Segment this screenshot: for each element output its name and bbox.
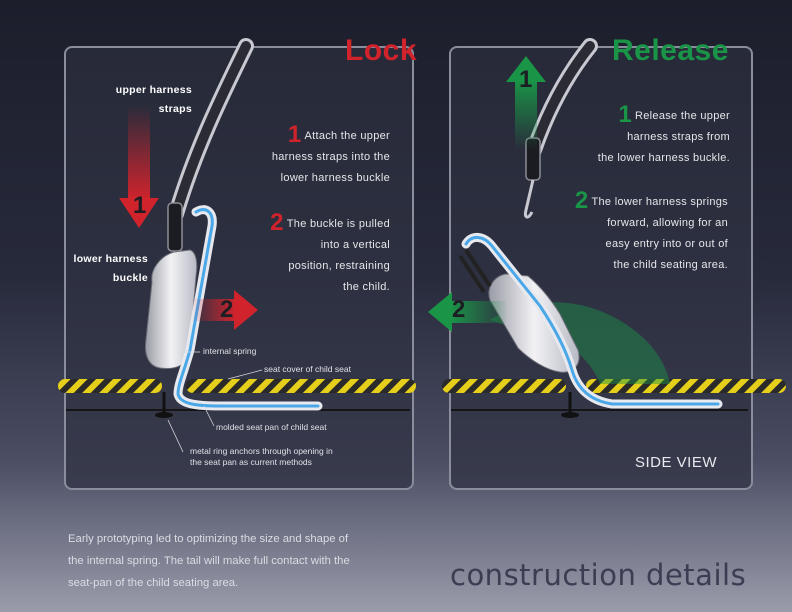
lock-step2-number: 2 bbox=[270, 209, 284, 236]
callout-internal-spring: internal spring bbox=[203, 346, 257, 356]
lock-arrow2-number: 2 bbox=[220, 296, 234, 323]
side-view-label: SIDE VIEW bbox=[635, 454, 718, 471]
lock-upper-strap bbox=[167, 38, 254, 252]
lower-harness-label: lower harness buckle bbox=[73, 253, 148, 284]
release-arrow-up bbox=[506, 56, 546, 150]
lock-seat-cover bbox=[58, 379, 416, 393]
lock-internal-spring bbox=[176, 208, 320, 408]
upper-harness-label: upper harness straps bbox=[115, 84, 192, 115]
lock-arrow1-number: 1 bbox=[133, 192, 147, 219]
callout-seat-pan: molded seat pan of child seat bbox=[216, 422, 327, 432]
lock-buckle bbox=[145, 205, 323, 411]
lock-arrow-right bbox=[192, 290, 258, 330]
release-step1-number: 1 bbox=[618, 101, 632, 128]
footer-description: Early prototyping led to optimizing the … bbox=[68, 533, 350, 589]
release-arrow2-number: 2 bbox=[452, 296, 466, 323]
lock-callout-lines bbox=[167, 351, 263, 453]
lock-panel bbox=[64, 46, 414, 490]
release-step2-number: 2 bbox=[574, 187, 589, 214]
release-buckle bbox=[458, 233, 723, 409]
lock-step1-number: 1 bbox=[287, 121, 302, 148]
lock-anchor-ring bbox=[155, 392, 173, 418]
release-title: Release bbox=[612, 34, 729, 67]
lock-title: Lock bbox=[345, 34, 418, 67]
release-arrow-left bbox=[428, 292, 506, 332]
construction-details-heading: construction details bbox=[450, 558, 747, 592]
callout-seat-cover: seat cover of child seat bbox=[264, 364, 351, 374]
lock-arrow-down bbox=[119, 105, 159, 228]
release-anchor-ring bbox=[561, 392, 579, 418]
callout-metal-ring: metal ring anchors through opening in th… bbox=[190, 446, 333, 467]
release-seat-cover bbox=[442, 379, 786, 393]
release-arrow1-number: 1 bbox=[519, 66, 533, 93]
release-panel bbox=[449, 46, 753, 490]
